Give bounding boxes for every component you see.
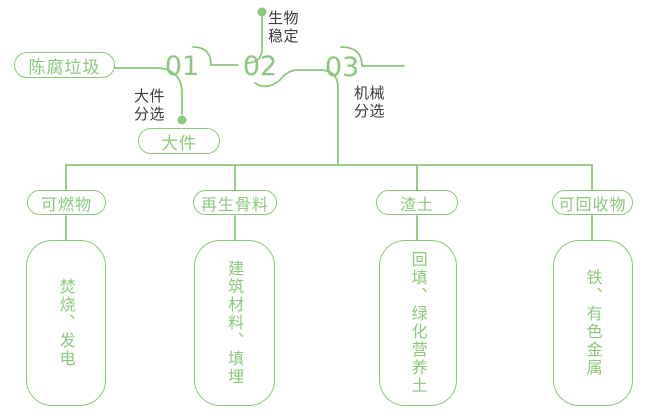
line-pill-to-box-connectors (65, 215, 593, 241)
bulky-output-label: 大件 (161, 133, 197, 154)
category-label: 渣土 (399, 194, 434, 214)
category-pill-recycled-aggregate: 再生骨料 (193, 190, 277, 215)
line-source-to-step1-branch (114, 67, 183, 115)
step-number-02: 02 (242, 51, 278, 82)
outcome-text: 回填、绿化营养土 (408, 251, 428, 395)
source-label: 陈腐垃圾 (28, 57, 101, 78)
bulky-output-pill: 大件 (138, 128, 220, 154)
step1-label-bulky-sorting: 大件 分选 (134, 87, 166, 123)
step3-label-mechanical-sorting: 机械 分选 (354, 84, 386, 120)
category-pill-recyclables: 可回收物 (552, 190, 633, 215)
outcome-box-backfill: 回填、绿化营养土 (379, 240, 457, 406)
category-label: 可燃物 (40, 194, 92, 214)
outcome-box-incineration: 焚烧、发电 (26, 240, 106, 406)
step2-label-bio-stabilization: 生物 稳定 (268, 9, 300, 45)
line-step2-to-step3-trunk (254, 69, 339, 166)
line-branch-drops (234, 164, 418, 191)
line-step3-out (340, 46, 405, 67)
outcome-box-metals: 铁、有色金属 (553, 240, 633, 406)
step-number-01: 01 (164, 51, 200, 82)
outcome-box-building-materials: 建筑材料、填埋 (194, 240, 275, 406)
outcome-text: 铁、有色金属 (583, 269, 603, 377)
line-branch-rail (65, 164, 593, 191)
category-label: 可回收物 (558, 194, 627, 214)
step-number-03: 03 (324, 52, 360, 83)
category-label: 再生骨料 (200, 194, 269, 214)
category-pill-slag-soil: 渣土 (376, 190, 458, 215)
outcome-text: 焚烧、发电 (56, 278, 76, 368)
outcome-text: 建筑材料、填埋 (225, 260, 245, 386)
source-pill: 陈腐垃圾 (14, 52, 115, 78)
node-dot-bio (257, 7, 267, 17)
line-step1-to-step2 (192, 46, 239, 66)
node-dot-bulky (177, 115, 187, 125)
category-pill-combustibles: 可燃物 (27, 190, 106, 215)
line-bio-branch (245, 16, 263, 64)
